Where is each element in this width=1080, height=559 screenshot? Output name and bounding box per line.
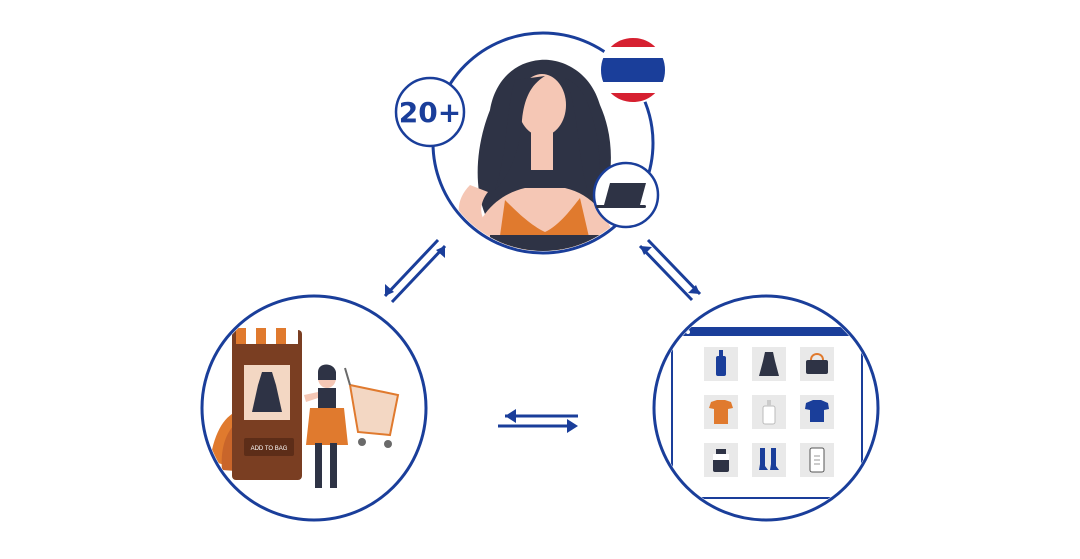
- store-sign-text: ADD TO BAG: [251, 446, 288, 452]
- consumer-node: [431, 31, 655, 255]
- phone-icon: [809, 447, 825, 473]
- product-tile-socks[interactable]: [752, 443, 786, 477]
- age-badge: 20+: [394, 76, 466, 148]
- product-tile-jar[interactable]: [704, 443, 738, 477]
- age-badge-text: 20+: [399, 96, 461, 129]
- lotion-bottle-icon: [762, 400, 776, 425]
- browser-title-bar: [672, 328, 862, 336]
- arrow-consumer-online: [638, 238, 702, 302]
- thailand-flag-icon: [599, 36, 667, 104]
- product-tile-dress[interactable]: [752, 347, 786, 381]
- shop-awning: [236, 328, 298, 344]
- woman-illustration: [458, 59, 620, 251]
- jar-icon: [713, 449, 729, 472]
- online-store-node: [652, 294, 880, 522]
- browser-window: [671, 327, 863, 499]
- offline-store-node: ADD TO BAG: [200, 294, 428, 522]
- dress-on-display: [252, 372, 282, 412]
- handbag-icon: [806, 353, 828, 374]
- product-tile-tshirt[interactable]: [704, 395, 738, 429]
- product-grid: [704, 347, 834, 477]
- product-tile-bottle[interactable]: [704, 347, 738, 381]
- shopper-illustration: [304, 364, 348, 488]
- socks-icon: [759, 448, 779, 470]
- arrow-consumer-offline: [383, 238, 447, 304]
- product-tile-handbag[interactable]: [800, 347, 834, 381]
- product-tile-shirt[interactable]: [800, 395, 834, 429]
- product-tile-lotion-bottle[interactable]: [752, 395, 786, 429]
- dress-icon: [759, 352, 779, 376]
- store-illustration: ADD TO BAG: [210, 328, 400, 488]
- product-tile-phone[interactable]: [800, 443, 834, 477]
- laptop-icon: [592, 161, 660, 229]
- tshirt-icon: [709, 400, 733, 424]
- shirt-icon: [805, 400, 829, 422]
- arrow-offline-online: [498, 409, 578, 433]
- shopping-cart-icon: [344, 367, 400, 448]
- bottle-icon: [716, 350, 726, 376]
